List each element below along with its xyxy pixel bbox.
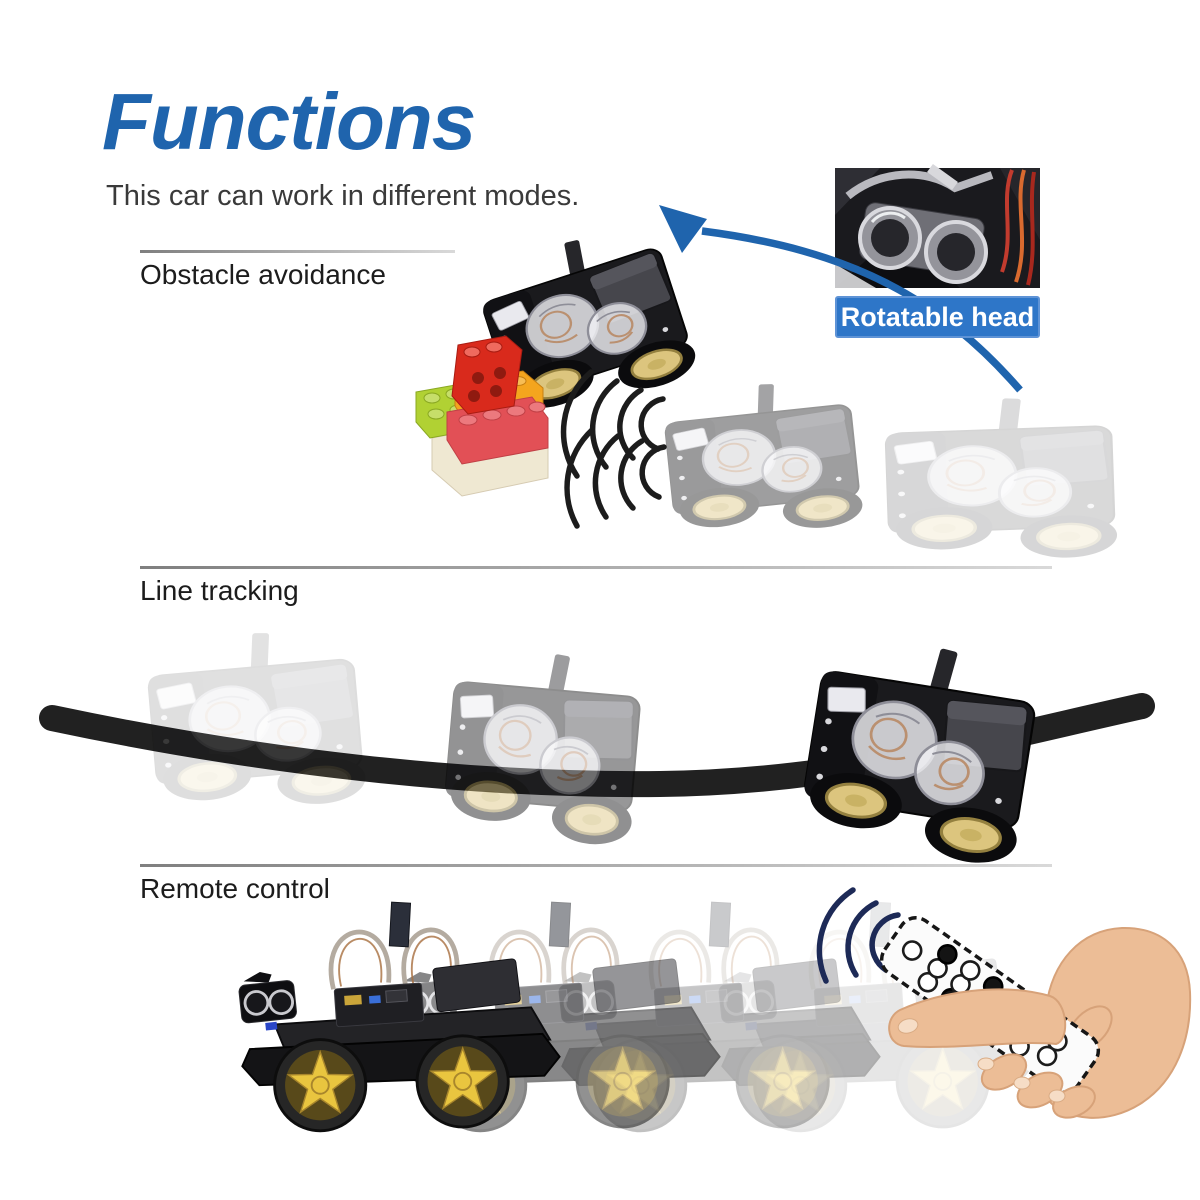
- rotatable-head-label: Rotatable head: [840, 301, 1035, 332]
- obstacle-section-divider: [140, 250, 455, 253]
- ultrasonic-sensor-photo: [835, 163, 1040, 288]
- ir-signal-waves-icon: [816, 887, 901, 984]
- rotatable-head-badge: Rotatable head: [835, 296, 1040, 338]
- hand-fingers-icon: [888, 988, 1096, 1119]
- sonar-waves-icon: [560, 369, 667, 529]
- robot-car-track-mid: [440, 643, 648, 849]
- curved-arrow-icon: [659, 205, 1023, 393]
- robot-car-top-ghost-2: [882, 392, 1120, 566]
- remote-control-section-divider: [140, 864, 1052, 867]
- line-tracking-section-divider: [140, 566, 1052, 569]
- section-label-obstacle-avoidance: Obstacle avoidance: [140, 259, 386, 290]
- robot-car-top-ghost-1: [660, 373, 866, 545]
- section-label-remote-control: Remote control: [140, 873, 330, 904]
- page-title: Functions: [102, 77, 476, 166]
- robot-car-track-ghost: [143, 622, 369, 820]
- section-label-line-tracking: Line tracking: [140, 575, 299, 606]
- robot-car-track-main: [795, 628, 1047, 871]
- lego-obstacle-icon: [415, 335, 549, 497]
- page-subtitle: This car can work in different modes.: [106, 180, 580, 212]
